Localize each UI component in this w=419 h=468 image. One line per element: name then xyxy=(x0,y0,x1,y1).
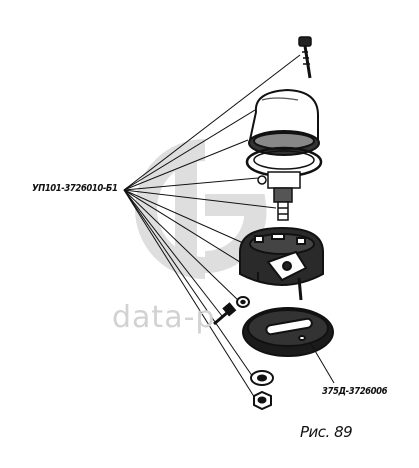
flat-washer xyxy=(250,370,274,386)
disc-part-number-label: 375Д-3726006 xyxy=(322,386,388,397)
mounting-disc xyxy=(242,307,334,357)
cover-housing xyxy=(248,88,320,156)
base-body xyxy=(239,226,324,301)
hex-nut xyxy=(253,390,272,411)
contact-post xyxy=(257,171,301,221)
figure-caption: Рис. 89 xyxy=(300,423,353,441)
assembly-part-number-label: УП101-3726010-Б1 xyxy=(32,183,118,194)
small-bolt xyxy=(213,296,250,326)
watermark-text: data-p xyxy=(112,300,216,335)
top-screw xyxy=(298,36,312,79)
part-leader-line xyxy=(310,343,335,384)
leader-lines xyxy=(123,54,301,404)
